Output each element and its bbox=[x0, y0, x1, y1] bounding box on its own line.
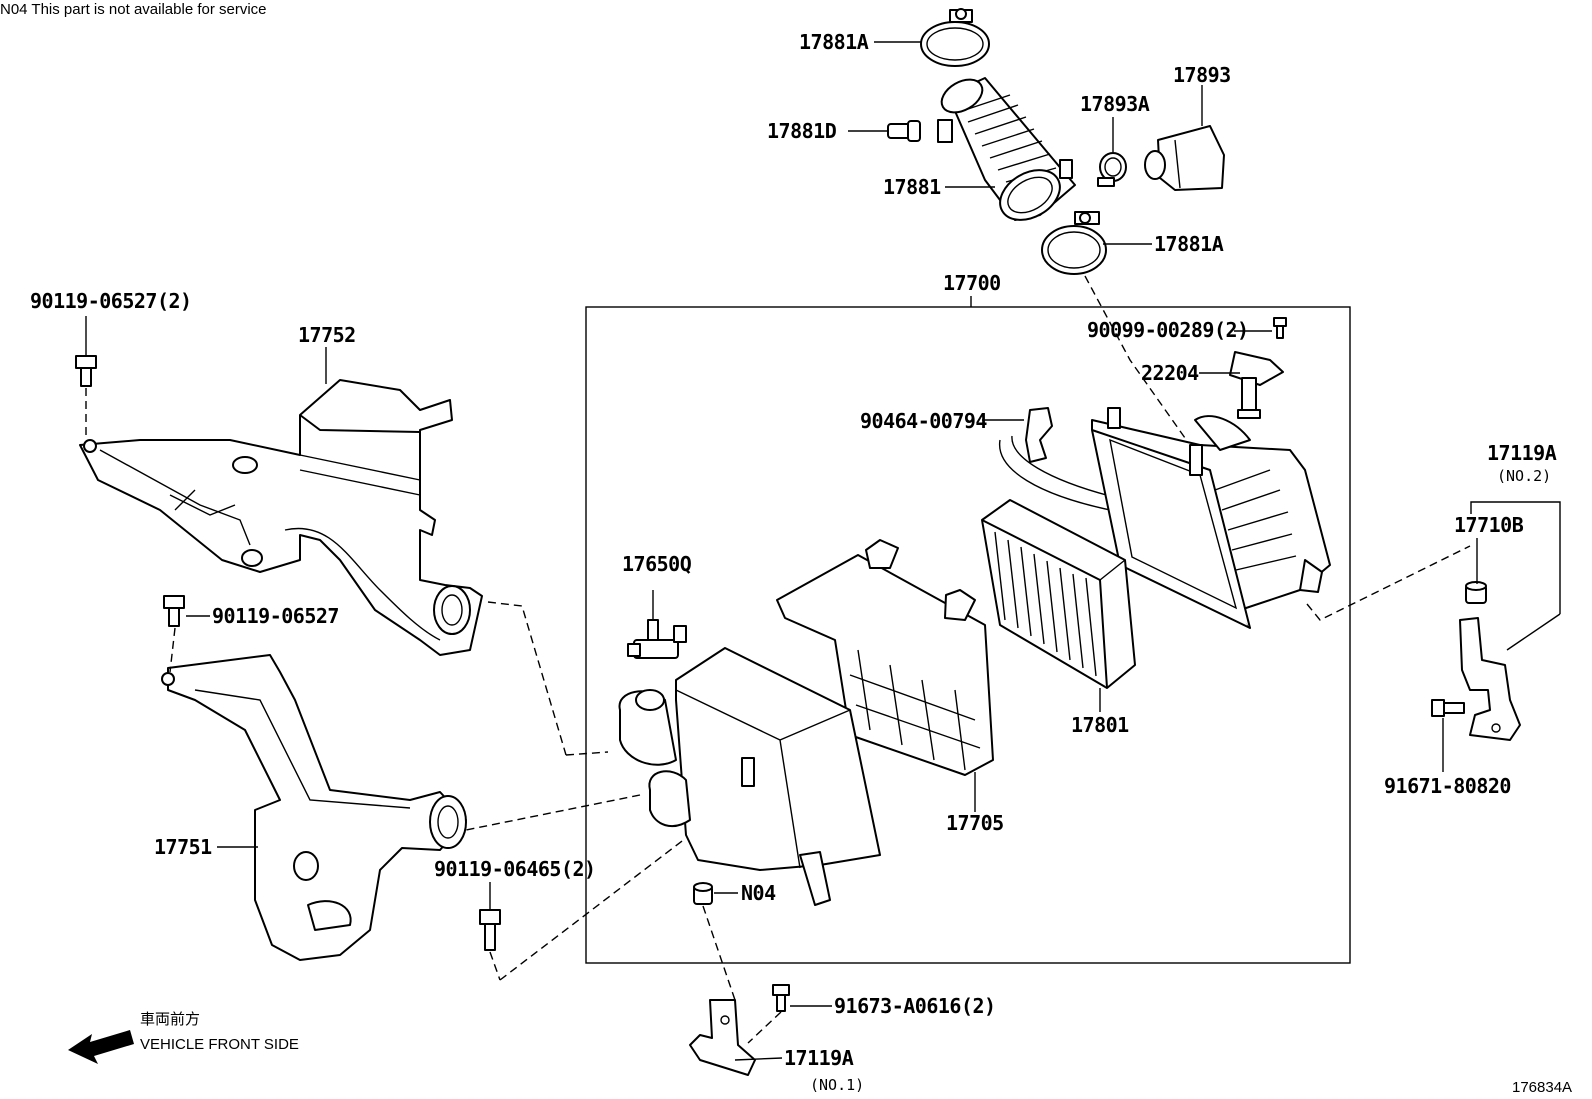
clamp-17881A-top[interactable] bbox=[920, 8, 990, 67]
front-direction-arrow bbox=[68, 1030, 134, 1064]
label-17752[interactable]: 17752 bbox=[298, 323, 356, 347]
air-cleaner-upper-case[interactable] bbox=[1091, 407, 1331, 629]
label-17881[interactable]: 17881 bbox=[883, 175, 942, 199]
label-17119A-no1[interactable]: 17119A bbox=[784, 1046, 854, 1070]
label-17881D[interactable]: 17881D bbox=[767, 119, 837, 143]
screw-90099-00289[interactable] bbox=[1273, 317, 1287, 339]
resonator-17893[interactable] bbox=[1144, 125, 1225, 191]
label-91671-80820[interactable]: 91671-80820 bbox=[1384, 774, 1511, 798]
label-17893[interactable]: 17893 bbox=[1173, 63, 1231, 87]
label-90119-06527-2[interactable]: 90119-06527(2) bbox=[30, 289, 192, 313]
label-17650Q[interactable]: 17650Q bbox=[622, 552, 692, 576]
clamp-17893A[interactable] bbox=[1097, 152, 1127, 187]
label-N04[interactable]: N04 bbox=[741, 881, 777, 905]
bolt-91671-80820[interactable] bbox=[1431, 699, 1465, 717]
label-17881A-bottom[interactable]: 17881A bbox=[1154, 232, 1224, 256]
air-cleaner-lower-case[interactable] bbox=[618, 647, 881, 906]
clip-90464-00794[interactable] bbox=[999, 407, 1111, 511]
bolt-90119-06527-lower[interactable] bbox=[163, 595, 185, 627]
air-duct-17751[interactable] bbox=[161, 654, 467, 961]
label-17801[interactable]: 17801 bbox=[1071, 713, 1130, 737]
air-filter-element-17801[interactable] bbox=[981, 499, 1136, 689]
label-17119A-no2[interactable]: 17119A bbox=[1487, 441, 1557, 465]
bracket-17119A-no2[interactable] bbox=[1459, 617, 1521, 741]
airflow-meter-22204[interactable] bbox=[1229, 351, 1284, 419]
filter-cover-17705[interactable] bbox=[776, 539, 994, 776]
assembly-17700-frame bbox=[585, 306, 1351, 964]
grommet-17710B[interactable] bbox=[1465, 581, 1487, 604]
label-91673-A0616[interactable]: 91673-A0616(2) bbox=[834, 994, 996, 1018]
label-17705[interactable]: 17705 bbox=[946, 811, 1004, 835]
direction-label-en: VEHICLE FRONT SIDE bbox=[140, 1036, 299, 1053]
vsv-17881D[interactable] bbox=[887, 120, 921, 142]
bracket-17119A-no1[interactable] bbox=[689, 999, 756, 1076]
label-90119-06465-2[interactable]: 90119-06465(2) bbox=[434, 857, 596, 881]
intake-hose-17881[interactable] bbox=[936, 73, 1076, 230]
label-no1: (NO.1) bbox=[810, 1076, 864, 1094]
label-17751[interactable]: 17751 bbox=[154, 835, 213, 859]
label-17710B[interactable]: 17710B bbox=[1454, 513, 1524, 537]
vsv-17650Q[interactable] bbox=[627, 619, 687, 659]
label-17893A[interactable]: 17893A bbox=[1080, 92, 1150, 116]
bolt-90119-06527-upper[interactable] bbox=[75, 355, 97, 387]
label-22204[interactable]: 22204 bbox=[1141, 361, 1200, 385]
label-no2: (NO.2) bbox=[1497, 467, 1551, 485]
label-90464-00794[interactable]: 90464-00794 bbox=[860, 409, 988, 433]
label-17700[interactable]: 17700 bbox=[943, 271, 1001, 295]
air-duct-17752[interactable] bbox=[79, 379, 483, 656]
diagram-id: 176834A bbox=[1512, 1079, 1572, 1096]
bolt-90119-06465[interactable] bbox=[479, 909, 501, 951]
clamp-17881A-bottom[interactable] bbox=[1041, 211, 1107, 275]
grommet-N04[interactable] bbox=[693, 882, 713, 905]
label-17881A-top[interactable]: 17881A bbox=[799, 30, 869, 54]
bolt-91673-A0616[interactable] bbox=[772, 984, 790, 1012]
direction-label-jp: 車両前方 bbox=[140, 1010, 200, 1028]
service-note: N04 This part is not available for servi… bbox=[0, 1, 267, 18]
label-90099-00289[interactable]: 90099-00289(2) bbox=[1087, 318, 1249, 342]
label-90119-06527[interactable]: 90119-06527 bbox=[212, 604, 339, 628]
